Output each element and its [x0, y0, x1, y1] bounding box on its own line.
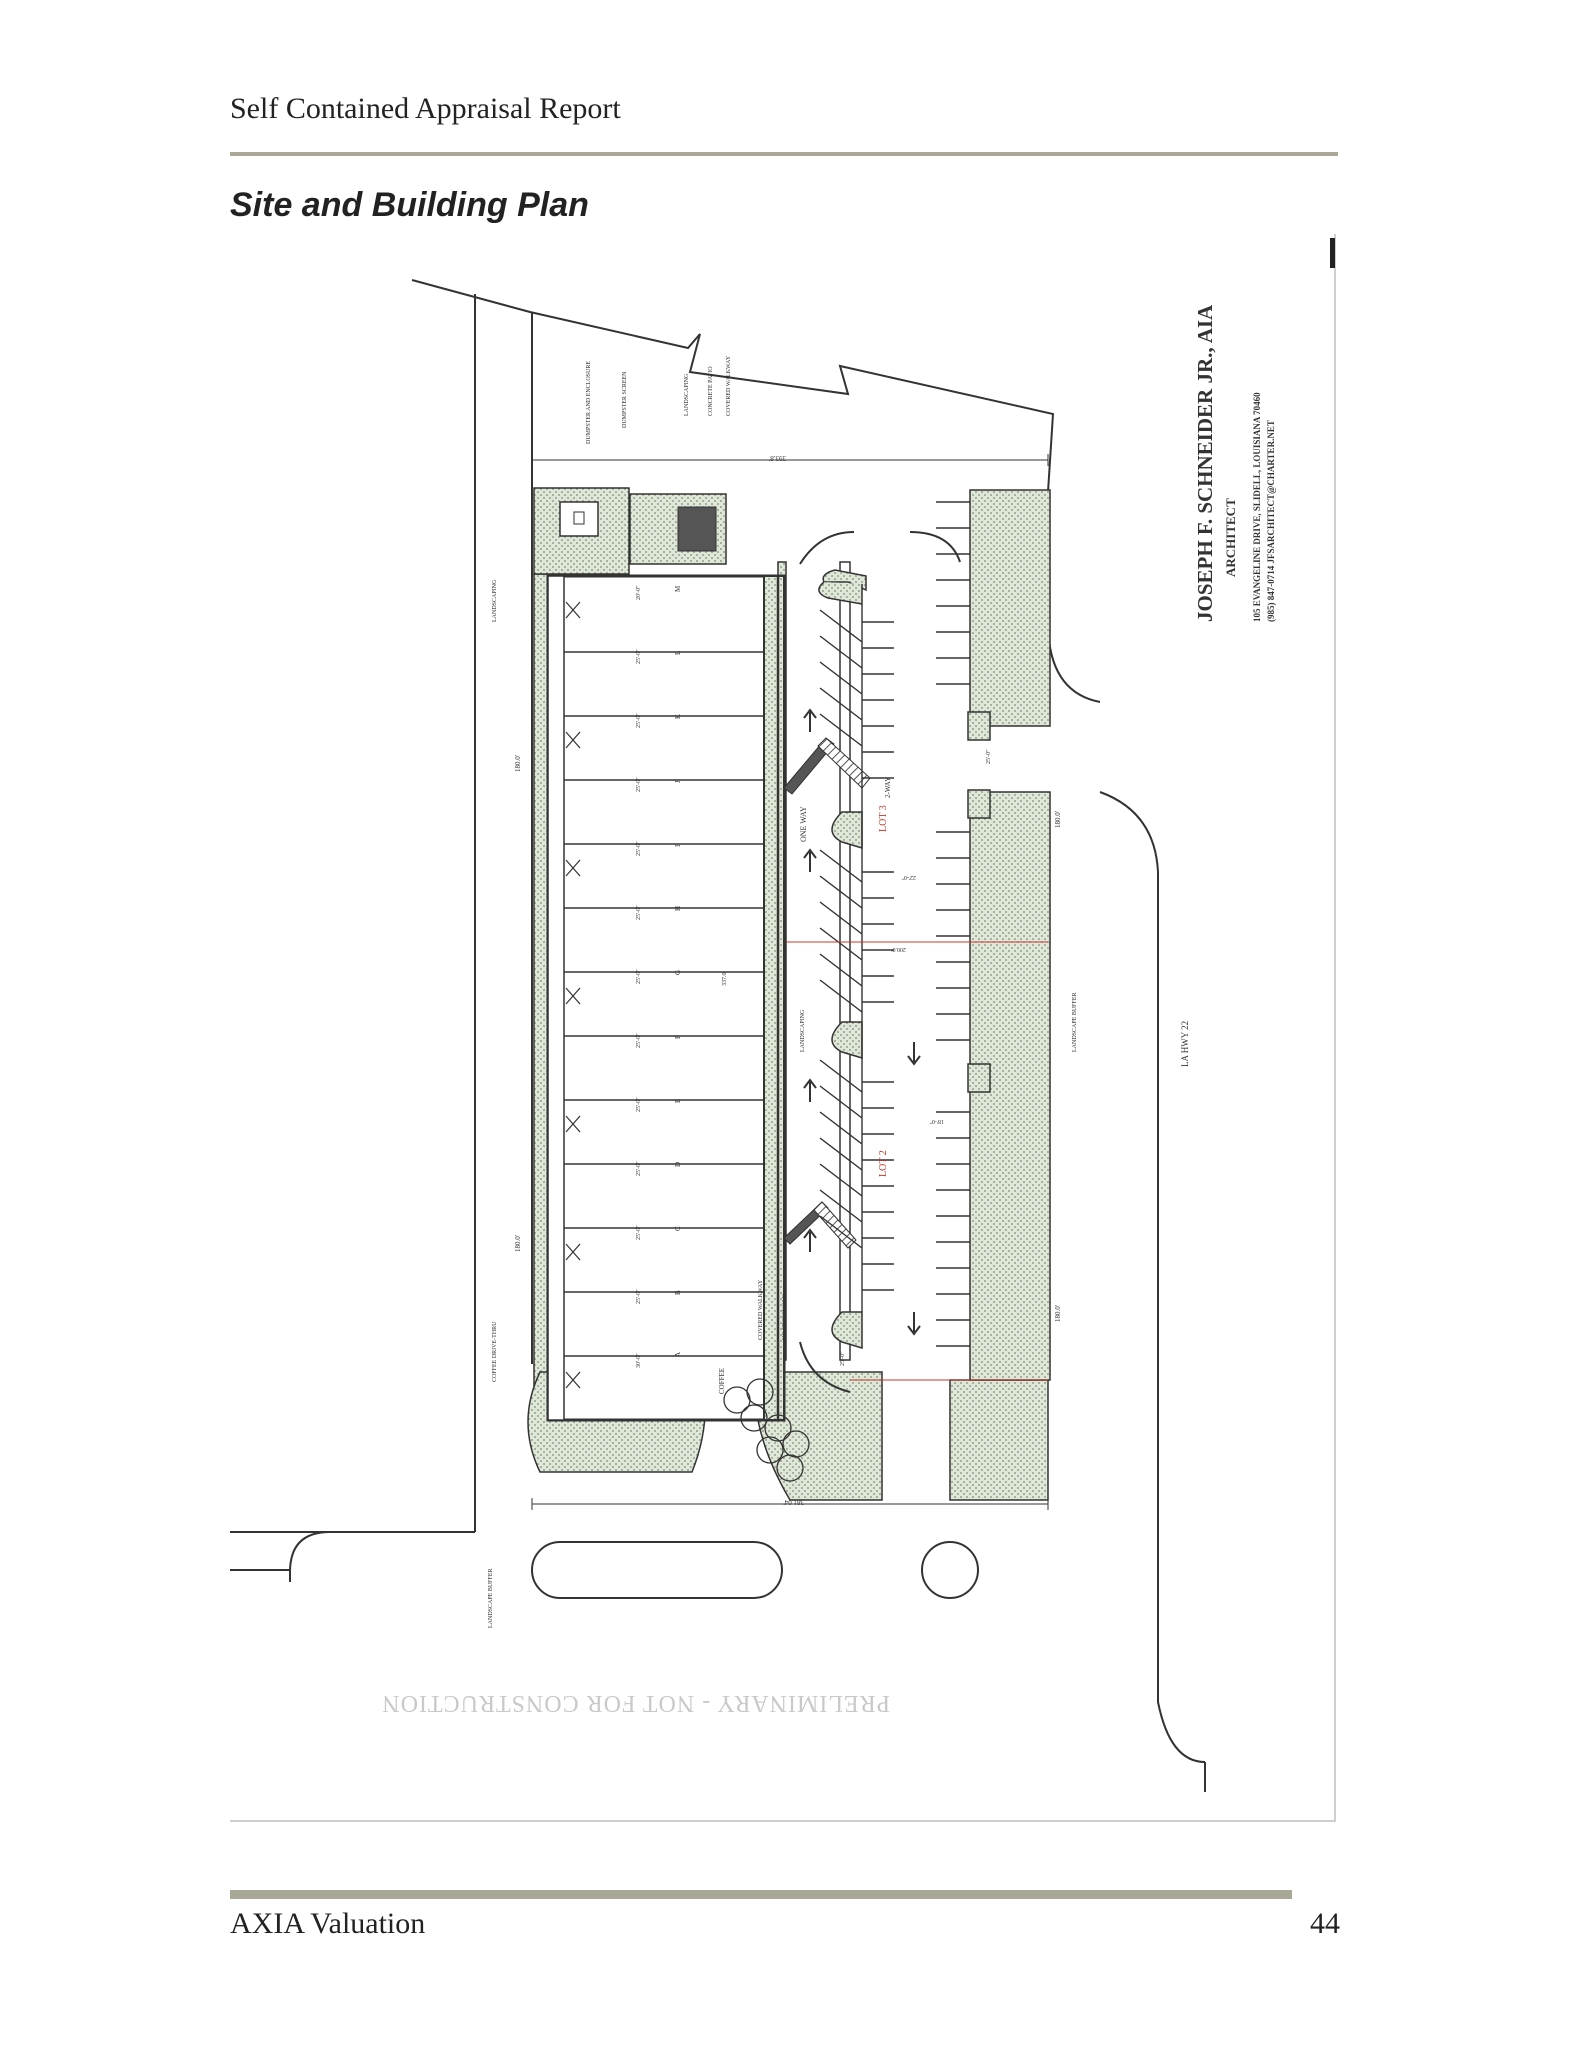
- dim-left-bottom: 180.0': [514, 1235, 522, 1252]
- section-title: Site and Building Plan: [230, 186, 589, 224]
- angled-parking-stalls: [819, 609, 863, 1249]
- perpendicular-parking-stalls: [861, 501, 970, 1347]
- unit-width-g: 25'-0": [636, 969, 642, 984]
- unit-width-h: 25'-0": [636, 905, 642, 920]
- label-covered-walkway-top: COVERED WALKWAY: [726, 355, 732, 416]
- unit-width-a: 30'-0": [636, 1353, 642, 1368]
- unit-width-m: 20'-0": [636, 585, 642, 600]
- dim-top: 393.8': [769, 454, 786, 462]
- architect-address: 105 EVANGELINE DRIVE, SLIDELL, LOUISIANA…: [1252, 392, 1262, 622]
- label-landscape-buffer-left: LANDSCAPE BUFFER: [488, 1568, 494, 1628]
- label-hc-crosswalk: HC CROSSWALK: [782, 1293, 788, 1340]
- unit-label-b: B: [674, 1290, 682, 1295]
- dim-drive-bottom: 25'-0": [840, 1351, 846, 1366]
- dim-right-top: 180.0': [1054, 811, 1062, 828]
- unit-label-h: H: [674, 906, 682, 911]
- coffee-label: COFFEE: [718, 1368, 726, 1394]
- dim-bottom: 381.04': [783, 1498, 804, 1506]
- architect-role: ARCHITECT: [1223, 498, 1238, 577]
- unit-width-k: 25'-0": [636, 713, 642, 728]
- unit-dividers: [564, 651, 764, 1357]
- label-landscaping-left: LANDSCAPING: [492, 579, 498, 622]
- label-concrete-patio: CONCRETE PATIO: [708, 366, 714, 416]
- label-landscaping-top: LANDSCAPING: [684, 373, 690, 416]
- unit-label-i: I: [674, 844, 682, 847]
- covered-walkways: [783, 737, 871, 1249]
- unit-width-e: 25'-0": [636, 1097, 642, 1112]
- road-medians: [531, 1541, 979, 1599]
- construction-watermark: PRELIMINARY - NOT FOR CONSTRUCTION: [381, 1690, 890, 1716]
- unit-label-a: A: [674, 1352, 682, 1357]
- dim-left-top: 180.0': [514, 755, 522, 772]
- unit-width-i: 25'-0": [636, 841, 642, 856]
- unit-label-l: L: [674, 651, 682, 655]
- unit-label-g: G: [674, 970, 682, 975]
- unit-label-j: J: [674, 780, 682, 783]
- lot-lines: [786, 941, 1048, 1381]
- restroom-fixtures: [565, 601, 581, 1389]
- one-way-label: ONE WAY: [799, 806, 808, 842]
- lot2-label: LOT 2: [878, 1150, 889, 1177]
- dim-lot-line: 200.0': [891, 946, 906, 952]
- dim-drive-top: 25'-0": [986, 749, 992, 764]
- unit-width-b: 25'-0": [636, 1289, 642, 1304]
- unit-label-d: D: [674, 1162, 682, 1167]
- unit-label-e: E: [674, 1099, 682, 1103]
- dimension-lines: [531, 454, 1049, 1510]
- binding-mark: [1330, 238, 1335, 268]
- label-coffee-drive-thru: COFFEE DRIVE-THRU: [492, 1321, 498, 1382]
- report-header: Self Contained Appraisal Report: [230, 92, 621, 125]
- building-footprint: [546, 574, 786, 1422]
- two-way-label: 2-WAY: [884, 777, 892, 798]
- label-landscape-buffer-right: LANDSCAPE BUFFER: [1072, 992, 1078, 1052]
- unit-label-m: M: [674, 585, 682, 592]
- dim-stall: 18'-0": [929, 1118, 944, 1124]
- highway-label: LA HWY 22: [1180, 1021, 1190, 1067]
- tree-cluster: [723, 1378, 810, 1482]
- dumpster-enclosure: [559, 501, 717, 552]
- architect-name: JOSEPH F. SCHNEIDER JR., AIA: [1193, 304, 1217, 622]
- unit-width-j: 25'-0": [636, 777, 642, 792]
- unit-width-l: 25'-0": [636, 649, 642, 664]
- architect-contact: (985) 847-0714 JFSARCHITECT@CHARTER.NET: [1266, 420, 1276, 622]
- dim-building-depth: 337.0': [722, 971, 728, 986]
- unit-label-c: C: [674, 1226, 682, 1231]
- header-divider: [230, 152, 1338, 156]
- property-boundary: [230, 279, 1206, 1792]
- site-building-plan: JOSEPH F. SCHNEIDER JR., AIA ARCHITECT 1…: [230, 234, 1336, 1822]
- page-number: 44: [1310, 1907, 1340, 1940]
- unit-label-f: F: [674, 1035, 682, 1039]
- unit-width-d: 25'-0": [636, 1161, 642, 1176]
- unit-label-k: K: [674, 714, 682, 719]
- unit-width-c: 25'-0": [636, 1225, 642, 1240]
- label-landscaping-mid: LANDSCAPING: [800, 1009, 806, 1052]
- dim-right-bottom: 180.0': [1054, 1305, 1062, 1322]
- footer-divider: [230, 1890, 1292, 1899]
- footer-company: AXIA Valuation: [230, 1907, 426, 1940]
- traffic-arrows: [799, 531, 961, 1393]
- label-dumpster-screen: DUMPSTER SCREEN: [622, 371, 628, 428]
- dim-aisle: 22'-0": [901, 874, 916, 880]
- label-covered-walkway-bottom: COVERED WALKWAY: [758, 1279, 764, 1340]
- label-dumpster: DUMPSTER AND ENCLOSURE: [586, 361, 592, 444]
- parking-islands: [818, 569, 991, 1350]
- lot3-label: LOT 3: [878, 805, 889, 832]
- unit-width-f: 25'-0": [636, 1033, 642, 1048]
